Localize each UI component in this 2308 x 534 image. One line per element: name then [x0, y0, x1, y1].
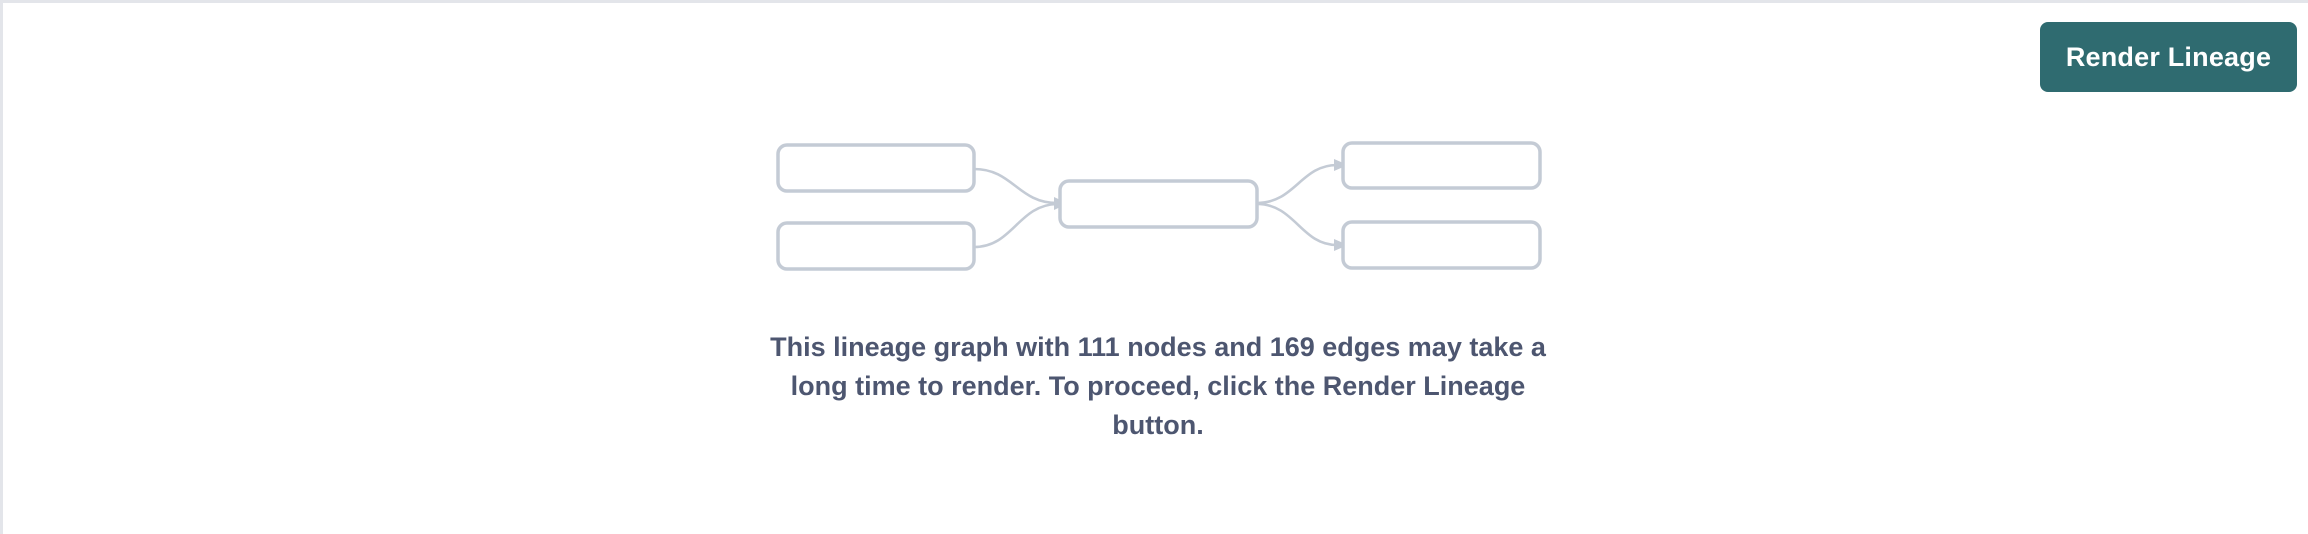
graph-node-right-bottom — [1341, 220, 1542, 270]
graph-node-right-top — [1341, 141, 1542, 190]
arrowhead-into-right-top — [1334, 159, 1348, 171]
edge-center-to-right-top — [1256, 163, 1338, 205]
graph-placeholder-svg — [776, 141, 1542, 271]
arrowhead-into-right-bottom — [1334, 239, 1348, 251]
edge-left-top-to-center — [973, 167, 1058, 205]
render-lineage-button[interactable]: Render Lineage — [2040, 22, 2297, 92]
lineage-warning-message: This lineage graph with 111 nodes and 16… — [770, 332, 1546, 441]
graph-node-left-bottom — [776, 221, 976, 271]
edge-center-to-right-bottom — [1256, 202, 1338, 247]
edge-left-bottom-to-center — [973, 202, 1058, 249]
lineage-graph-placeholder-illustration — [743, 123, 1573, 288]
graph-node-center — [1058, 179, 1259, 229]
graph-node-left-top — [776, 143, 976, 193]
